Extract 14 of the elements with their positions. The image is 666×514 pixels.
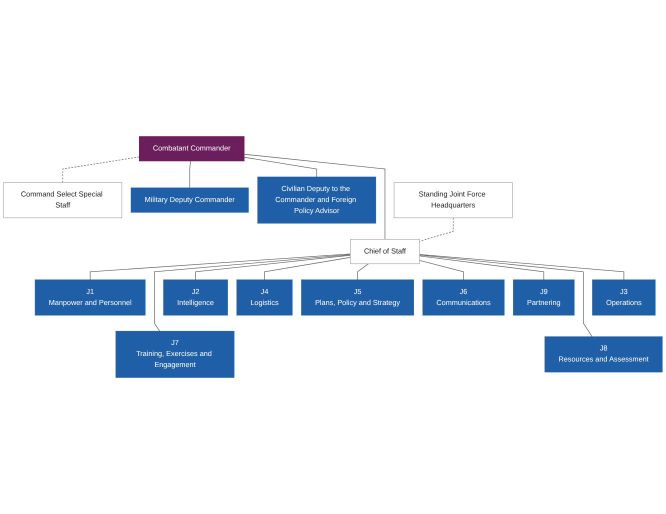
connector <box>154 254 351 332</box>
connector <box>419 218 454 242</box>
connector <box>419 256 544 280</box>
connector <box>419 254 624 280</box>
connector <box>62 156 140 183</box>
connector <box>244 156 318 178</box>
connector <box>419 254 592 337</box>
connector <box>419 260 464 280</box>
connector <box>90 254 351 280</box>
connector <box>189 160 191 188</box>
connector <box>264 257 351 280</box>
connector <box>195 254 351 280</box>
connector <box>244 154 386 240</box>
connector <box>357 263 369 280</box>
